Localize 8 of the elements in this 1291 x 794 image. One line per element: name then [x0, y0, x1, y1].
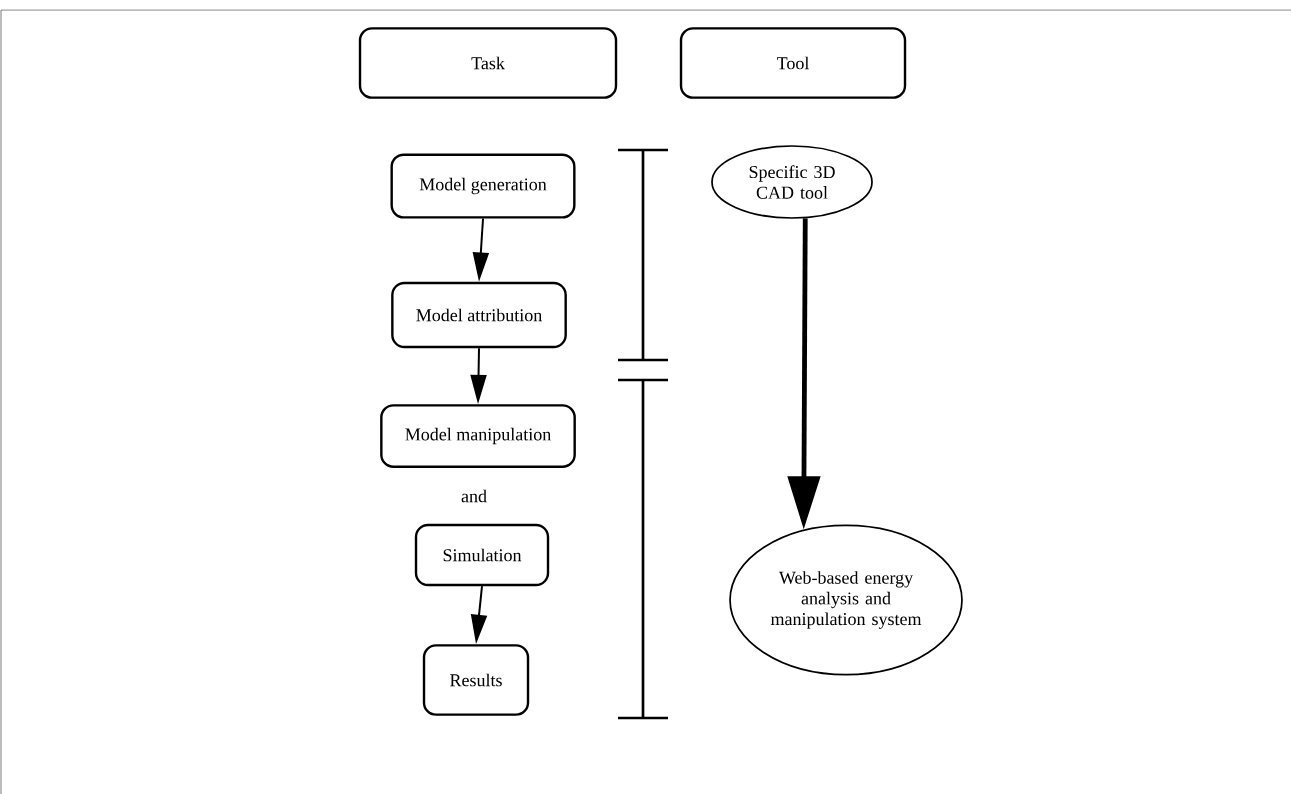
rounded-box: Results	[422, 644, 530, 716]
rounded-box: Tool	[679, 27, 907, 99]
rounded-box: Model manipulation	[380, 404, 576, 468]
rounded-box: Task	[358, 27, 618, 99]
note-text: and	[461, 489, 487, 503]
rounded-box: Model attribution	[391, 281, 567, 349]
rounded-box: Model generation	[390, 153, 576, 219]
rounded-box: Simulation	[414, 523, 550, 587]
